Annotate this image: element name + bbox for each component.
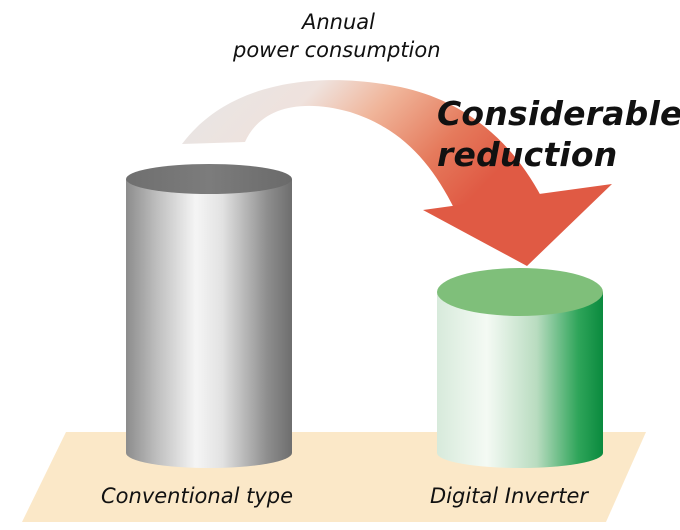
- headline-line-2: reduction: [437, 135, 618, 174]
- title-line-1: Annual: [302, 10, 375, 34]
- cylinder-digital-inverter: [437, 268, 603, 468]
- label-conventional-type: Conventional type: [101, 484, 293, 508]
- label-digital-inverter: Digital Inverter: [430, 484, 589, 508]
- reduction-arrow-body: [182, 80, 542, 211]
- cylinder-conventional: [126, 164, 292, 468]
- title-line-2: power consumption: [233, 38, 441, 62]
- headline-line-1: Considerable: [437, 94, 680, 133]
- reduction-arrow-head: [423, 184, 612, 266]
